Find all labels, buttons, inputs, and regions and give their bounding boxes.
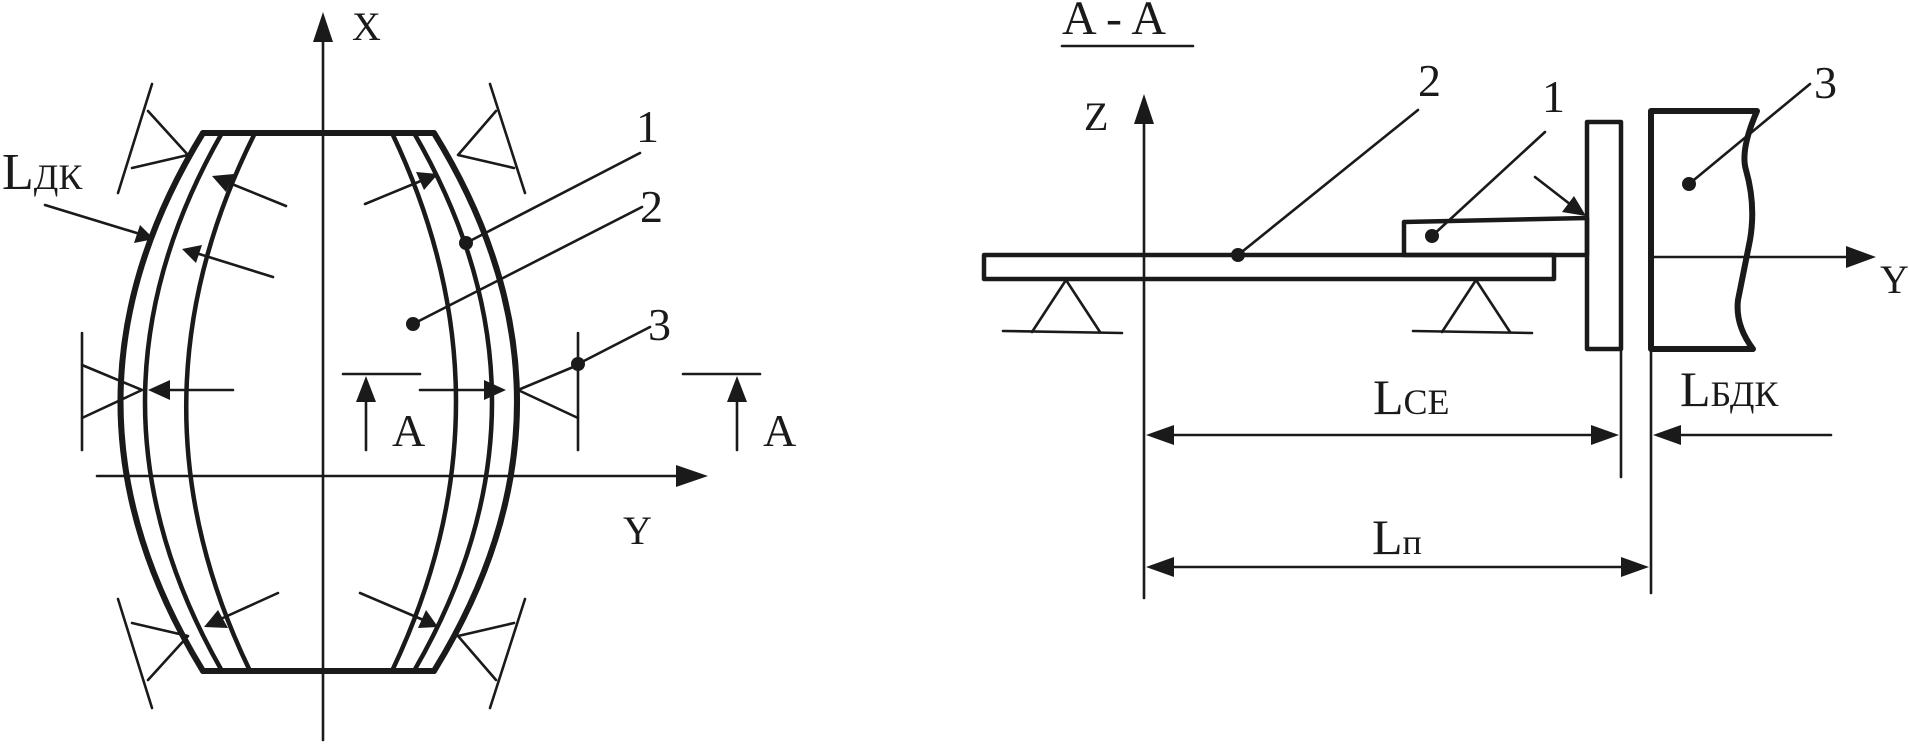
support-bottom-left	[116, 597, 190, 710]
right-inner-contour	[389, 130, 459, 674]
dim-lp-label: Lп	[1372, 509, 1422, 565]
callout-1-label-right: 1	[1542, 71, 1565, 122]
force-arrow-mid-left	[148, 380, 235, 400]
right-view: A - A Z Y	[981, 0, 1909, 600]
dim-lce-label: LСЕ	[1373, 369, 1450, 425]
callout-2-label: 2	[640, 181, 663, 232]
force-arrow-top-left	[212, 174, 288, 208]
section-mark-right	[681, 372, 762, 452]
part-2-bar	[981, 252, 1557, 282]
left-inner-contour	[184, 130, 258, 674]
right-outer-contour	[431, 130, 520, 674]
vertical-plate	[1584, 119, 1624, 352]
callout-3-leader	[571, 325, 652, 371]
callout-1-leader-right	[1425, 130, 1547, 243]
callout-1-leader	[459, 151, 642, 250]
support-left-section	[1001, 278, 1124, 335]
x-axis-arrow	[313, 12, 333, 42]
ldk-label: LДК	[2, 144, 83, 201]
clamp-force-arrow	[1533, 175, 1586, 216]
z-axis-arrow	[1134, 94, 1154, 124]
section-mark-left-label: A	[392, 405, 425, 456]
dim-lce-line	[1146, 425, 1619, 445]
dim-lp-line	[1146, 557, 1649, 577]
force-arrow-bottom-right	[358, 591, 438, 628]
support-mid-left	[80, 331, 144, 452]
ldk-leader	[43, 203, 275, 279]
right-middle-contour	[411, 130, 495, 674]
left-outer-contour	[117, 130, 206, 674]
section-title: A - A	[1062, 0, 1166, 45]
support-mid-right	[516, 331, 580, 452]
section-mark-right-label: A	[763, 405, 796, 456]
force-arrow-top-right	[363, 172, 438, 206]
callout-3-label-right: 3	[1814, 57, 1837, 108]
support-bottom-right	[456, 597, 527, 710]
callout-3-label: 3	[648, 299, 671, 350]
z-axis-label: Z	[1084, 94, 1108, 139]
y-axis-arrow-right	[1846, 246, 1876, 268]
force-arrow-bottom-left	[204, 591, 280, 628]
force-arrow-mid-right	[418, 380, 506, 400]
x-axis-label: X	[352, 4, 381, 49]
y-axis-label: Y	[623, 508, 652, 553]
callout-2-leader-right	[1231, 108, 1420, 262]
callout-1-label: 1	[636, 101, 659, 152]
dim-lbdk-label: LБДК	[1680, 361, 1779, 417]
part-3-block	[1648, 108, 1760, 352]
support-top-left	[116, 82, 190, 195]
callout-2-label-right: 2	[1418, 55, 1441, 106]
y-axis-arrow	[676, 465, 708, 487]
left-view: X Y	[2, 4, 796, 742]
callout-2-leader	[406, 205, 644, 331]
support-right-section	[1411, 278, 1534, 335]
left-middle-contour	[142, 130, 225, 674]
section-mark-left	[341, 372, 422, 452]
dim-lbdk-line	[1653, 425, 1833, 445]
y-axis-label-right: Y	[1880, 257, 1909, 302]
support-top-right	[456, 82, 527, 195]
callout-3-leader-right	[1682, 82, 1812, 191]
